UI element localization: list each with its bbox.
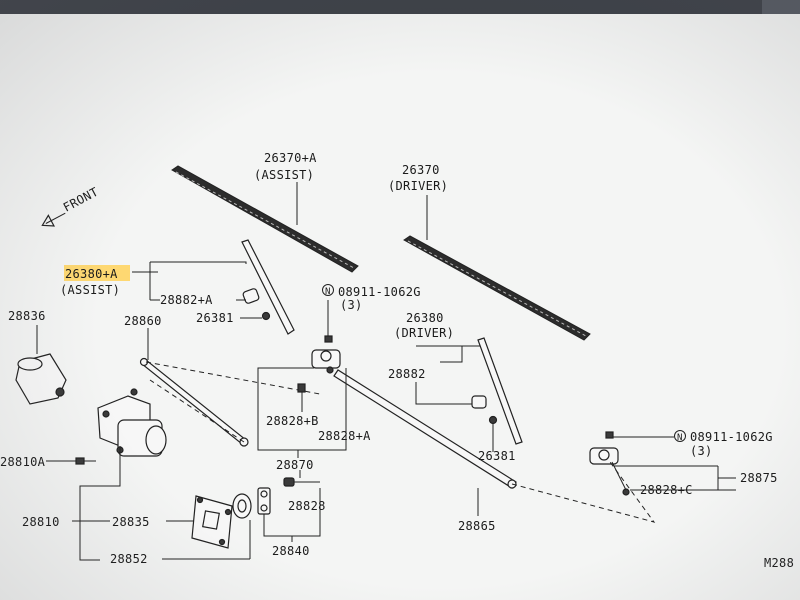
label-28810: 28810: [22, 515, 60, 529]
diagram-ref-code: M288: [764, 556, 794, 570]
label-28835: 28835: [112, 515, 150, 529]
right-pivot-assembly: [589, 447, 630, 496]
left-pivot-assembly: [311, 349, 341, 374]
label-28882a: 28882+A: [160, 293, 213, 307]
label-28852: 28852: [110, 552, 148, 566]
driver-wiper-arm: [471, 337, 523, 445]
label-28828b: 28828+B: [266, 414, 319, 428]
small-bracket: [257, 487, 271, 515]
assist-wiper-blade: [171, 165, 359, 273]
n-icon: N: [325, 287, 331, 297]
label-28840: 28840: [272, 544, 310, 558]
label-assist: (ASSIST): [254, 168, 314, 182]
motor-bracket-plate: [191, 495, 233, 549]
label-08911-1062g: 08911-1062G: [338, 285, 421, 299]
label-26370: 26370: [402, 163, 440, 177]
highlight-marker: [64, 265, 130, 281]
label-28875: 28875: [740, 471, 778, 485]
n-icon: N: [677, 433, 683, 443]
window-titlebar: [0, 0, 800, 14]
label-qty: (3): [340, 298, 363, 312]
label-28810a: 28810A: [0, 455, 46, 469]
label-28870: 28870: [276, 458, 314, 472]
assist-wiper-arm: [241, 239, 295, 335]
label-28836: 28836: [8, 309, 46, 323]
front-arrow-icon: [41, 212, 66, 227]
front-label: FRONT: [61, 185, 101, 215]
label-26380: 26380: [406, 311, 444, 325]
label-26370a: 26370+A: [264, 151, 317, 165]
label-08911-1062g: 08911-1062G: [690, 430, 773, 444]
label-28865: 28865: [458, 519, 496, 533]
label-qty: (3): [690, 444, 713, 458]
label-driver: (DRIVER): [388, 179, 448, 193]
label-28882: 28882: [388, 367, 426, 381]
label-26380a: 26380+A: [65, 267, 118, 281]
label-driver: (DRIVER): [394, 326, 454, 340]
motor-cover: [15, 353, 67, 405]
driver-wiper-blade: [403, 235, 591, 341]
label-26381: 26381: [196, 311, 234, 325]
titlebar-button[interactable]: [762, 0, 800, 14]
label-28860: 28860: [124, 314, 162, 328]
label-28828: 28828: [288, 499, 326, 513]
label-assist: (ASSIST): [60, 283, 120, 297]
wiper-motor: [97, 388, 167, 457]
label-28828c: 28828+C: [640, 483, 693, 497]
label-26381: 26381: [478, 449, 516, 463]
label-28828a: 28828+A: [318, 429, 371, 443]
